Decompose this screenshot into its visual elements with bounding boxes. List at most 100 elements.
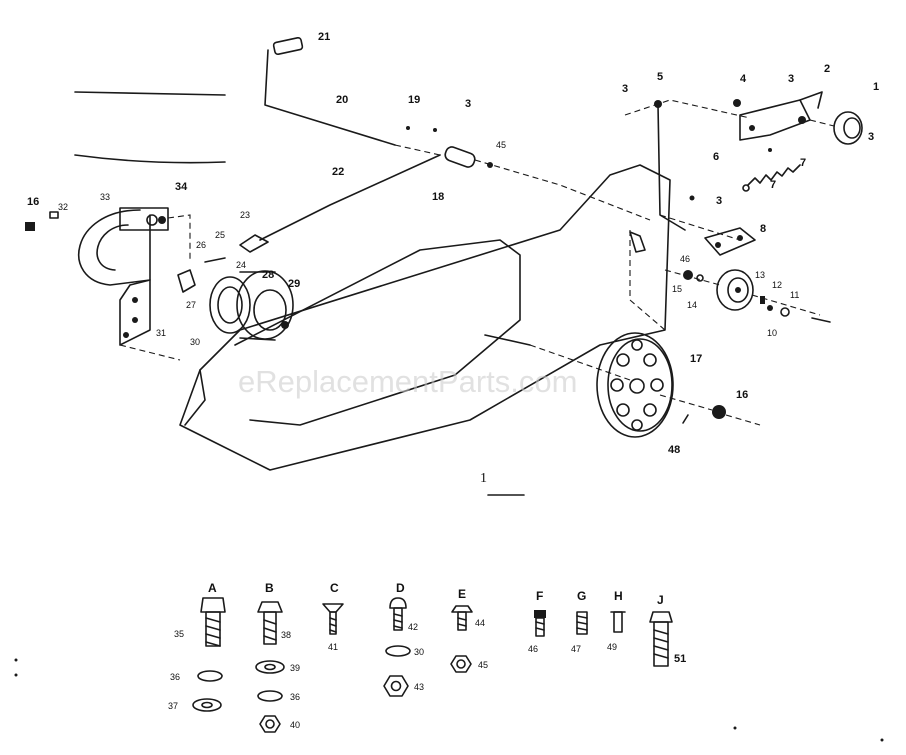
callout: 7: [800, 157, 806, 169]
hardware-part-no: 37: [168, 701, 178, 711]
callout: 3: [716, 195, 722, 207]
callout: 21: [318, 31, 330, 43]
watermark-text: eReplacementParts.com: [238, 364, 577, 399]
callout: 24: [236, 260, 246, 270]
hardware-part-no: 39: [290, 663, 300, 673]
callout: 13: [755, 270, 765, 280]
callout: 3: [868, 131, 874, 143]
hardware-col-e: E 44 45: [450, 587, 488, 673]
control-cable: [239, 146, 651, 253]
callout: 26: [196, 240, 206, 250]
spring-6: [742, 164, 801, 192]
hardware-part-no: 36: [290, 692, 300, 702]
callout: 30: [190, 337, 200, 347]
hardware-col-j: J 51: [649, 593, 686, 667]
hardware-letter: G: [577, 589, 586, 603]
callout: 23: [240, 210, 250, 220]
callout: 14: [687, 300, 697, 310]
hardware-letter: B: [265, 581, 274, 595]
callout: 45: [496, 140, 506, 150]
clip-part: [629, 231, 646, 253]
drive-shaft: [484, 334, 531, 346]
hardware-letter: D: [396, 581, 405, 595]
hardware-letter: J: [657, 593, 664, 607]
callout: 16: [27, 196, 39, 208]
control-handle-assembly: [264, 36, 441, 156]
hardware-col-g: G 47: [571, 589, 588, 654]
callout-labels: 1 2 3 3 3 3 4 5 6 7 7 8 3 10 11 12 13 14…: [27, 31, 879, 456]
callout: 8: [760, 223, 766, 235]
hardware-part-no: 30: [414, 647, 424, 657]
bracket-2: [733, 91, 823, 141]
callout: 3: [788, 73, 794, 85]
callout: 15: [672, 284, 682, 294]
wheel-pulley: [596, 332, 761, 438]
callout: 33: [100, 192, 110, 202]
hardware-col-c: C 41: [322, 581, 344, 652]
hardware-part-no: 43: [414, 682, 424, 692]
hardware-part-no: 41: [328, 642, 338, 652]
hardware-col-a: A 35 36 37: [168, 581, 226, 712]
callout: 1: [873, 81, 879, 93]
callout: 3: [465, 98, 471, 110]
callout: 20: [336, 94, 348, 106]
callout: 17: [690, 353, 702, 365]
hardware-part-no: 35: [174, 629, 184, 639]
callout: 18: [432, 191, 444, 203]
callout: 48: [668, 444, 680, 456]
hardware-part-no: 38: [281, 630, 291, 640]
hardware-part-no: 51: [674, 653, 686, 665]
hardware-letter: A: [208, 581, 217, 595]
callout: 25: [215, 230, 225, 240]
bracket-8: [704, 227, 756, 256]
callout: 4: [740, 73, 747, 85]
hardware-part-no: 47: [571, 644, 581, 654]
callout: 11: [790, 290, 799, 300]
belt-housing: [179, 164, 671, 471]
brake-band-assembly: [25, 207, 191, 286]
edge-line-curve: [74, 154, 226, 164]
knob-1: [809, 111, 863, 145]
callout: 34: [175, 181, 188, 193]
hardware-part-no: 36: [170, 672, 180, 682]
hardware-letter: C: [330, 581, 339, 595]
hardware-part-no: 40: [290, 720, 300, 730]
hardware-part-no: 49: [607, 642, 617, 652]
hardware-col-f: F 46: [528, 589, 546, 654]
callout: 29: [288, 278, 300, 290]
hardware-letter: H: [614, 589, 623, 603]
figure-number: 1: [480, 471, 487, 486]
callout: 31: [156, 328, 166, 338]
callout: 12: [772, 280, 782, 290]
callout: 5: [657, 71, 663, 83]
callout: 2: [824, 63, 830, 75]
hardware-col-h: H 49: [607, 589, 626, 652]
hardware-part-no: 44: [475, 618, 485, 628]
edge-line-top: [74, 91, 226, 96]
hardware-part-no: 42: [408, 622, 418, 632]
callout: 6: [713, 151, 719, 163]
hardware-part-no: 46: [528, 644, 538, 654]
hardware-letter: F: [536, 589, 543, 603]
callout: 28: [262, 269, 274, 281]
callout: 19: [408, 94, 420, 106]
hardware-col-d: D 42 30 43: [383, 581, 424, 697]
bracket-31: [119, 279, 181, 361]
hardware-letter: E: [458, 587, 466, 601]
callout: 7: [770, 179, 776, 191]
callout: 16: [736, 389, 748, 401]
callout: 27: [186, 300, 196, 310]
callout: 22: [332, 166, 344, 178]
callout: 10: [767, 328, 777, 338]
clutch-pulley: [177, 257, 294, 341]
callout: 46: [680, 254, 690, 264]
hardware-key: A 35 36 37 B 38 39 36 40: [168, 581, 686, 733]
hardware-col-b: B 38 39 36 40: [255, 581, 300, 733]
callout: 3: [622, 83, 628, 95]
shift-lever: [624, 99, 751, 241]
callout: 32: [58, 202, 68, 212]
idler-pulley-13: [664, 269, 831, 323]
hardware-part-no: 45: [478, 660, 488, 670]
